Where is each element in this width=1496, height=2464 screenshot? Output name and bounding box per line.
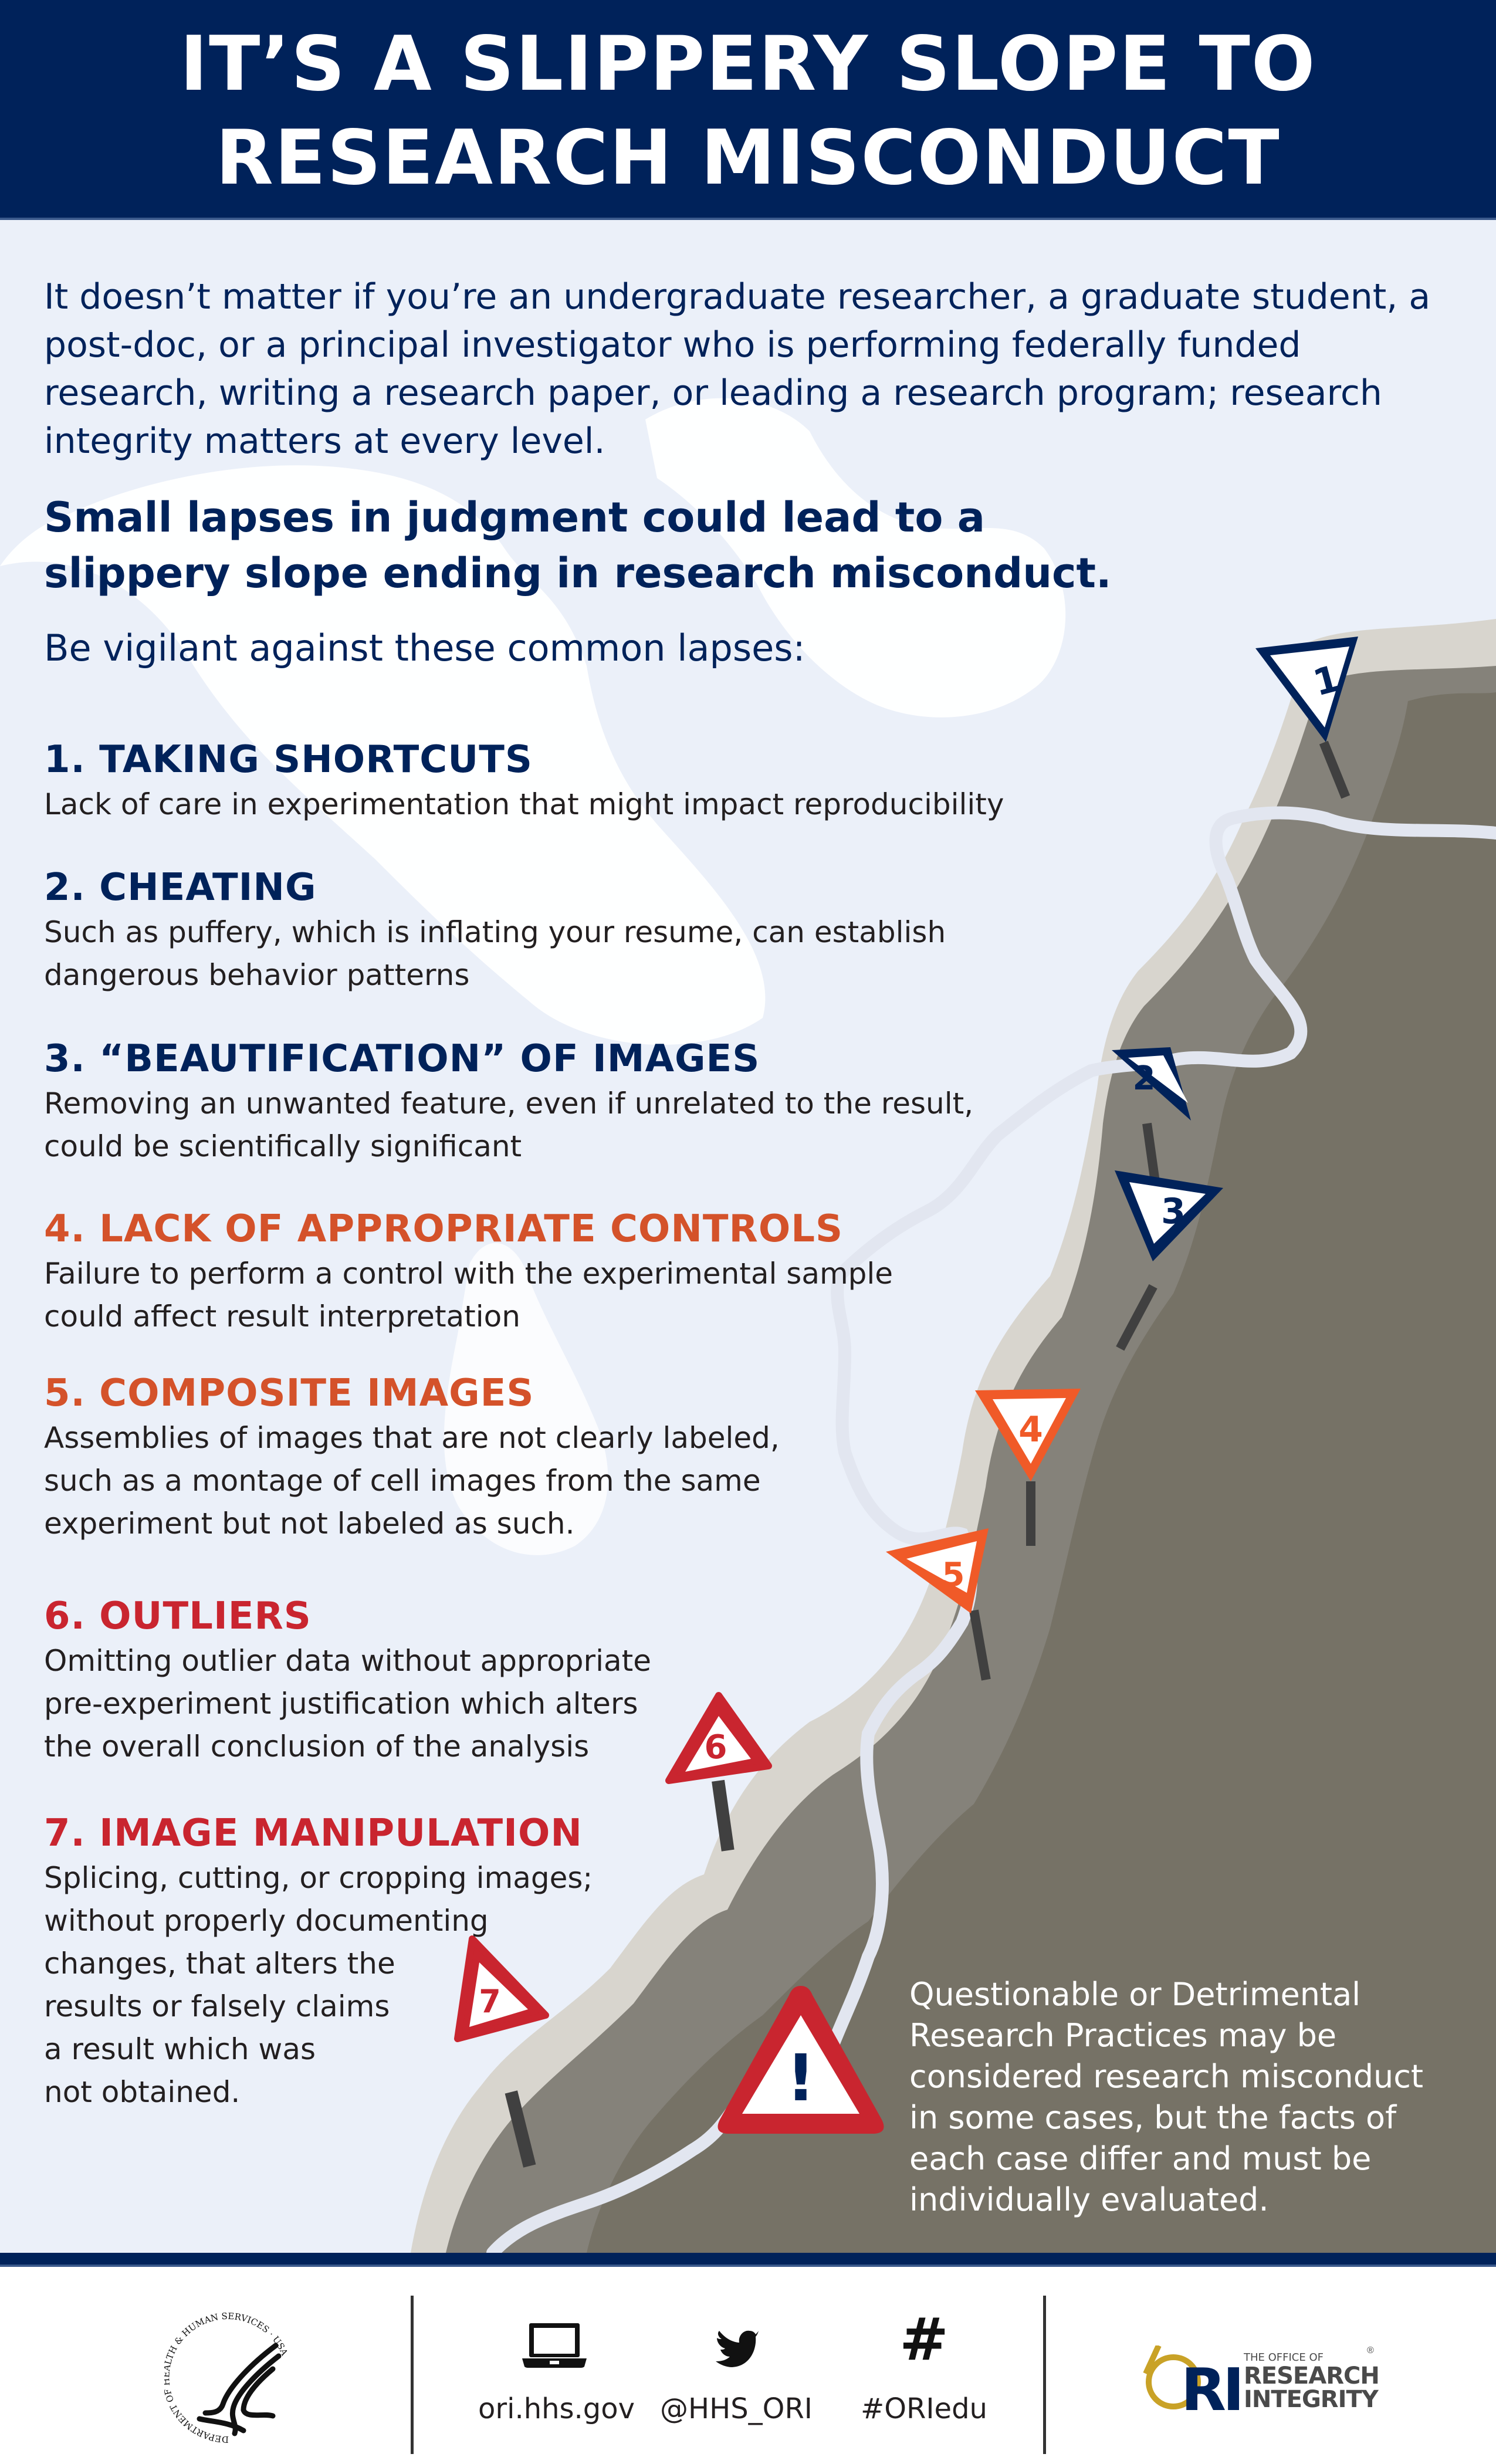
sign-6: 6 [665,1692,772,1852]
page-title: IT’S A SLIPPERY SLOPE TO RESEARCH MISCON… [0,0,1496,205]
sign-2: 2 [1112,1047,1191,1191]
callout-line-2: slippery slope ending in research miscon… [44,549,1112,597]
warning-triangle-icon: ! [717,1986,884,2134]
intro-paragraph: It doesn’t matter if you’re an undergrad… [44,276,1431,462]
svg-text:!: ! [786,2040,815,2116]
twitter-link[interactable]: @HHS_ORI [660,2310,813,2425]
lapse-item-2: 2. CHEATING Such as puffery, which is in… [44,864,946,997]
sign-1: 1 [1255,637,1358,799]
ori-logo: RI [1143,2345,1244,2416]
website-link[interactable]: ori.hhs.gov [478,2310,635,2425]
ori-logo-text: THE OFFICE OF RESEARCH INTEGRITY [1244,2351,1380,2413]
lapse-title: 1. TAKING SHORTCUTS [44,738,533,781]
main-content: 1 2 3 4 5 [0,220,1496,2253]
svg-text:RI: RI [1181,2355,1241,2416]
lapse-description: Splicing, cutting, or cropping images; w… [44,1861,593,2109]
lapse-description: Lack of care in experimentation that mig… [44,787,1004,821]
hashtag-link[interactable]: # #ORIedu [848,2305,1000,2426]
lapse-description: Assemblies of images that are not clearl… [44,1421,780,1541]
registered-mark: ® [1367,2345,1374,2355]
vigilant-subheading: Be vigilant against these common lapses: [44,627,805,669]
lapse-item-4: 4. LACK OF APPROPRIATE CONTROLS Failure … [44,1206,893,1338]
page-header: IT’S A SLIPPERY SLOPE TO RESEARCH MISCON… [0,0,1496,220]
lapse-item-5: 5. COMPOSITE IMAGES Assemblies of images… [44,1370,780,1545]
lapse-item-7: 7. IMAGE MANIPULATION Splicing, cutting,… [44,1810,593,2114]
title-line-1: IT’S A SLIPPERY SLOPE TO [180,21,1316,108]
lapse-item-1: 1. TAKING SHORTCUTS Lack of care in expe… [44,736,1004,826]
footer-divider-left [411,2296,414,2454]
svg-text:6: 6 [705,1728,727,1766]
lapse-item-3: 3. “BEAUTIFICATION” OF IMAGES Removing a… [44,1035,973,1168]
lapse-title: 7. IMAGE MANIPULATION [44,1812,583,1855]
sign-3: 3 [1115,1170,1223,1351]
lapse-description: Such as puffery, which is inflating your… [44,915,946,992]
sign-7: 7 [454,1935,549,2168]
svg-text:2: 2 [1133,1060,1156,1098]
lapse-title: 3. “BEAUTIFICATION” OF IMAGES [44,1037,760,1081]
lapse-item-6: 6. OUTLIERS Omitting outlier data withou… [44,1593,651,1768]
sign-5: 5 [886,1528,991,1681]
hashtag-icon: # [899,2305,949,2374]
lapse-description: Omitting outlier data without appropriat… [44,1644,651,1764]
footer: DEPARTMENT OF HEALTH & HUMAN SERVICES · … [0,2269,1496,2464]
svg-text:4: 4 [1018,1409,1043,1450]
callout-heading: Small lapses in judgment could lead to a… [44,490,1217,601]
lapse-title: 4. LACK OF APPROPRIATE CONTROLS [44,1207,844,1251]
lapse-title: 5. COMPOSITE IMAGES [44,1372,534,1415]
svg-text:7: 7 [479,1983,501,2020]
mountain-slope-illustration: 1 2 3 4 5 [0,398,1496,2253]
footer-divider-right [1043,2296,1046,2454]
hhs-seal-logo: DEPARTMENT OF HEALTH & HUMAN SERVICES · … [164,2311,290,2445]
title-line-2: RESEARCH MISCONDUCT [215,114,1281,202]
twitter-bird-icon [660,2310,813,2369]
mountain-dark [587,692,1496,2253]
svg-text:3: 3 [1161,1191,1186,1232]
lapse-title: 2. CHEATING [44,866,317,909]
footer-rule [0,2253,1496,2267]
svg-text:5: 5 [942,1556,965,1594]
sign-4: 4 [975,1389,1081,1546]
lapse-description: Failure to perform a control with the ex… [44,1257,893,1333]
misconduct-notice: Questionable or Detrimental Research Pra… [909,1976,1424,2218]
laptop-icon [478,2310,631,2369]
clouds [0,398,1066,1555]
lapse-description: Removing an unwanted feature, even if un… [44,1087,974,1163]
lapse-title: 6. OUTLIERS [44,1595,312,1638]
callout-line-1: Small lapses in judgment could lead to a [44,493,986,541]
